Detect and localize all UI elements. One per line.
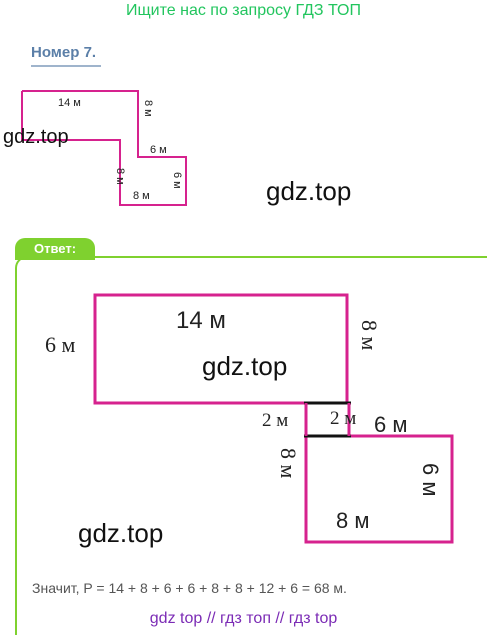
answer-box	[15, 256, 487, 635]
small-figure: 14 м 8 м 6 м 8 м 8 м 6 м	[21, 90, 187, 206]
big-label-lower-left: 8 м	[276, 448, 301, 479]
big-label-connector-left: 2 м	[262, 410, 288, 431]
small-figure-outline	[21, 90, 187, 206]
big-label-lower-right: 6 м	[418, 463, 443, 496]
big-label-lower-top: 6 м	[374, 412, 407, 437]
small-label-step: 6 м	[150, 144, 167, 156]
watermark: gdz.top	[266, 176, 352, 206]
answer-figure: 14 м 6 м 8 м 2 м 2 м 6 м 8 м 8 м 6 м	[45, 293, 454, 544]
footer-links[interactable]: gdz top // гдз топ // гдз top	[149, 610, 338, 627]
answer-tab: Ответ:	[15, 238, 95, 260]
small-label-right-upper: 8 м	[142, 100, 154, 117]
small-label-right-lower: 6 м	[171, 172, 183, 189]
big-label-right-upper: 8 м	[357, 320, 382, 351]
small-label-bottom: 8 м	[133, 190, 150, 202]
small-label-top: 14 м	[58, 97, 81, 109]
watermark: gdz.top	[3, 126, 69, 148]
watermark: gdz.top	[202, 351, 288, 381]
big-label-lower-bottom: 8 м	[336, 508, 369, 533]
problem-number-title: Номер 7.	[31, 44, 97, 61]
lower-rectangle	[304, 434, 454, 544]
top-banner: Ищите нас по запросу ГДЗ ТОП	[126, 2, 361, 19]
perimeter-calculation: Значит, P = 14 + 8 + 6 + 6 + 8 + 8 + 12 …	[32, 580, 347, 596]
big-label-top: 14 м	[176, 307, 226, 334]
watermark: gdz.top	[78, 518, 164, 548]
big-label-left: 6 м	[45, 332, 76, 357]
big-label-connector-right: 2 м	[330, 408, 356, 429]
title-underline	[31, 65, 101, 67]
small-label-left-lower: 8 м	[114, 168, 126, 185]
upper-rectangle	[93, 293, 349, 405]
